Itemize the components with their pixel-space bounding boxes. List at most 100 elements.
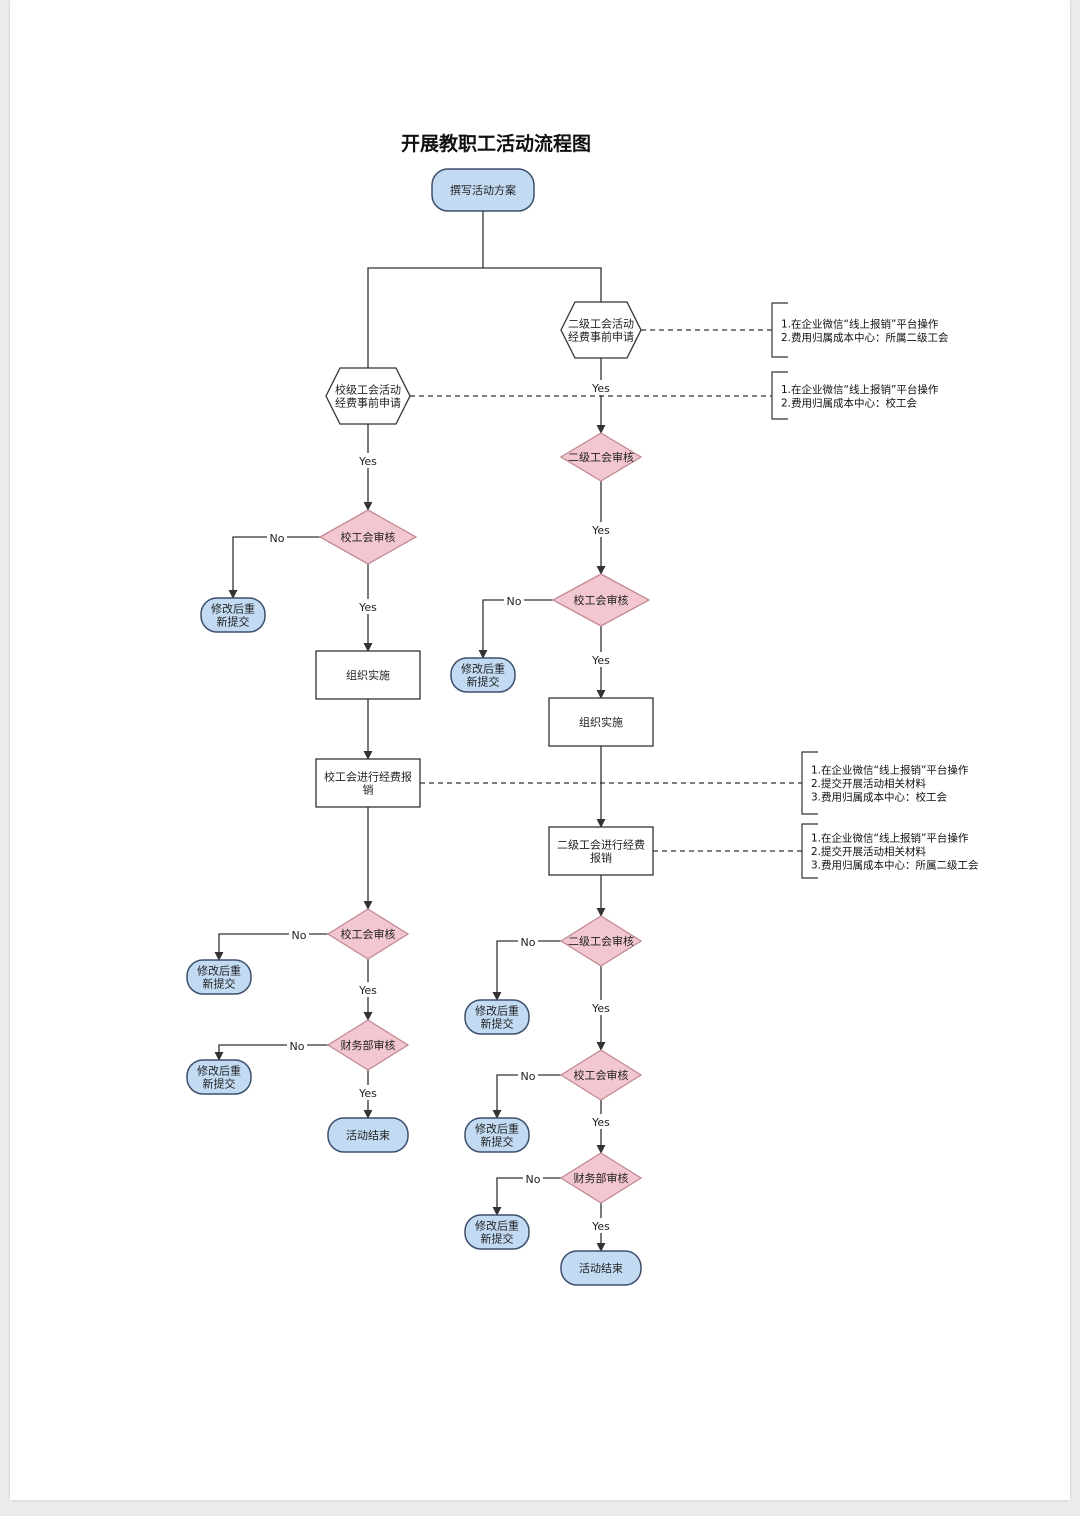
edge-label-yes: Yes [591, 654, 610, 667]
terminal-shape [464, 1117, 530, 1153]
terminal-shape [464, 1214, 530, 1250]
edge-label-bg [518, 1068, 538, 1083]
edge-label-bg [356, 453, 380, 468]
note-bracket [801, 751, 818, 815]
edge-label-bg [589, 1114, 613, 1129]
node-l-review1: 校工会审核 [318, 509, 418, 565]
edge-label-bg [267, 530, 287, 545]
node-label: 活动结束 [579, 1262, 623, 1275]
node-label: 修改后重 [461, 662, 505, 676]
node-label: 二级工会进行经费 [557, 839, 645, 852]
note-r-reimburse: 1.在企业微信“线上报销”平台操作2.提交开展活动相关材料3.费用归属成本中心：… [801, 823, 979, 879]
node-label: 修改后重 [211, 602, 255, 616]
process-shape [315, 758, 421, 808]
decision-shape [559, 1152, 643, 1204]
terminal-shape [200, 597, 266, 633]
terminal-shape [464, 999, 530, 1035]
note-line: 2.费用归属成本中心：所属二级工会 [781, 331, 949, 344]
note-line: 3.费用归属成本中心：所属二级工会 [811, 859, 979, 872]
node-label: 财务部审核 [574, 1171, 629, 1185]
node-label: 修改后重 [475, 1219, 519, 1233]
node-label: 新提交 [203, 1077, 236, 1091]
node-r-review4: 校工会审核 [559, 1049, 643, 1101]
edge-label-bg [589, 1000, 613, 1015]
edge-label-yes: Yes [591, 1002, 610, 1015]
decision-shape [326, 908, 410, 960]
edge-label-bg [589, 380, 613, 395]
preparation-shape [325, 367, 411, 425]
edge-label-no: No [290, 1040, 305, 1053]
node-label: 二级工会审核 [568, 934, 634, 948]
connector-line [214, 933, 328, 961]
node-r-finance: 财务部审核 [559, 1152, 643, 1204]
nodes: 撰写活动方案二级工会活动经费事前申请校级工会活动经费事前申请二级工会审核校工会审… [186, 168, 979, 1286]
node-label: 财务部审核 [341, 1038, 396, 1052]
note-bracket [771, 371, 788, 420]
decision-shape [559, 432, 643, 482]
decision-shape [318, 509, 418, 565]
edge-label-no: No [526, 1173, 541, 1186]
node-label: 校级工会活动 [335, 383, 401, 397]
edge-label-yes: Yes [591, 1116, 610, 1129]
node-label: 新提交 [203, 977, 236, 991]
edge-label-no: No [270, 532, 285, 545]
node-label: 校工会进行经费报 [324, 770, 412, 784]
node-label: 修改后重 [197, 964, 241, 978]
decision-shape [551, 573, 651, 627]
edge-label-bg [356, 599, 380, 614]
node-label: 新提交 [217, 615, 250, 629]
connector-line [367, 267, 483, 368]
decision-shape [326, 1019, 410, 1071]
node-r-review1: 二级工会审核 [559, 432, 643, 482]
edge-label-bg [356, 982, 380, 997]
terminal-shape [327, 1117, 409, 1153]
edge-label-bg [589, 522, 613, 537]
node-r-implement: 组织实施 [548, 697, 654, 747]
connector-line [492, 940, 561, 1001]
note-line: 1.在企业微信“线上报销”平台操作 [811, 832, 969, 845]
edge-label-yes: Yes [358, 984, 377, 997]
node-label: 修改后重 [475, 1004, 519, 1018]
decision-shape [559, 1049, 643, 1101]
node-label: 新提交 [481, 1017, 514, 1031]
edge-label-yes: Yes [591, 524, 610, 537]
connector-line [483, 267, 602, 302]
edge-label-bg [356, 1085, 380, 1100]
node-label: 新提交 [481, 1135, 514, 1149]
node-label: 经费事前申请 [335, 396, 401, 410]
note-line: 2.提交开展活动相关材料 [811, 845, 927, 858]
connector-line [228, 536, 320, 599]
node-l-finance: 财务部审核 [326, 1019, 410, 1071]
terminal-shape [186, 1059, 252, 1095]
edge-label-bg [589, 1218, 613, 1233]
node-label: 组织实施 [346, 668, 390, 682]
node-label: 修改后重 [197, 1064, 241, 1078]
preparation-shape [560, 301, 642, 359]
edge-label-bg [523, 1171, 543, 1186]
node-l-end: 活动结束 [327, 1117, 409, 1153]
edge-label-yes: Yes [591, 382, 610, 395]
note-line: 2.费用归属成本中心：校工会 [781, 396, 918, 409]
node-label: 新提交 [467, 675, 500, 689]
node-label: 修改后重 [475, 1122, 519, 1136]
node-start: 撰写活动方案 [431, 168, 535, 212]
terminal-shape [186, 959, 252, 995]
edge-label-yes: Yes [591, 1220, 610, 1233]
edge-label-no: No [521, 1070, 536, 1083]
node-label: 校工会审核 [341, 530, 396, 544]
node-label: 销 [363, 783, 374, 797]
decision-shape [559, 915, 643, 967]
edge-label-bg [287, 1038, 307, 1053]
edge-label-bg [504, 593, 524, 608]
note-l-reimburse: 1.在企业微信“线上报销”平台操作2.提交开展活动相关材料3.费用归属成本中心：… [801, 751, 969, 815]
node-label: 新提交 [481, 1232, 514, 1246]
